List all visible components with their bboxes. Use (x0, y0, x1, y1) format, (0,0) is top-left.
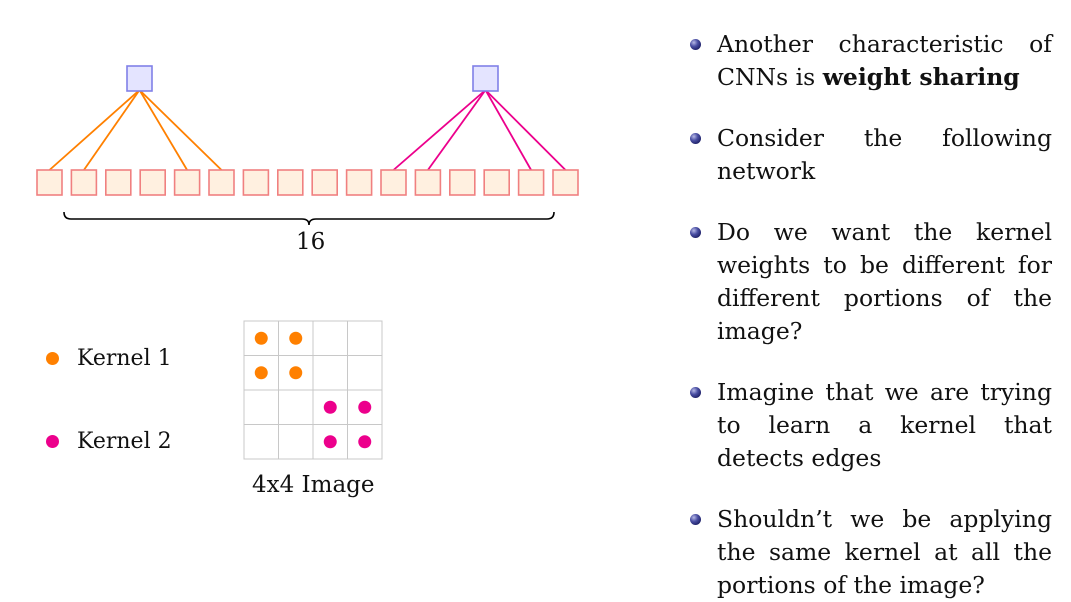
input-unit (414, 169, 442, 196)
kernel-1-connection (138, 89, 188, 171)
bullet-text: Another characteristic of CNNs is (717, 30, 1052, 91)
kernel-2-connection (392, 89, 487, 171)
bullet-text: Shouldn’t we be applying the same kernel… (717, 505, 1052, 599)
input-unit (173, 169, 201, 196)
bullet-text: Imagine that we are trying to learn a ke… (717, 378, 1052, 472)
image-cell (347, 355, 383, 391)
bullet-ball-icon (690, 514, 701, 525)
weight-sharing-diagram (36, 65, 579, 460)
input-unit (36, 169, 63, 196)
image-cell (278, 424, 314, 460)
image-grid-caption: 4x4 Image (252, 472, 375, 498)
output-unit (472, 65, 499, 92)
output-unit (126, 65, 153, 92)
bullet-ball-icon (690, 39, 701, 50)
bullet-ball-icon (690, 227, 701, 238)
input-unit (311, 169, 339, 196)
input-unit (483, 169, 511, 196)
input-count-brace (63, 211, 555, 226)
image-cell (312, 320, 348, 356)
input-unit (139, 169, 166, 196)
bullet-item: Consider the following network (690, 122, 1052, 188)
kernel-2-position-dot (358, 435, 372, 449)
image-cell (312, 355, 348, 391)
bullet-item: Do we want the kernel weights to be diff… (690, 216, 1052, 348)
kernel-2-connection (484, 89, 567, 171)
kernel-1-position-dot (289, 331, 303, 345)
kernel-2-connection (427, 89, 487, 171)
input-unit (70, 169, 98, 196)
bullet-bold-text: weight sharing (822, 63, 1020, 91)
kernel-1-connection (48, 89, 141, 171)
kernel-2-position-dot (323, 435, 337, 449)
kernel-1-position-dot (289, 366, 303, 380)
kernel-1-dot (46, 352, 59, 365)
kernel-1-position-dot (254, 331, 268, 345)
input-unit (345, 169, 373, 196)
bullet-list: Another characteristic of CNNs is weight… (690, 28, 1052, 602)
image-cell (347, 320, 383, 356)
bullet-item: Shouldn’t we be applying the same kernel… (690, 503, 1052, 602)
kernel-1-connection (83, 89, 141, 171)
input-unit (517, 169, 545, 196)
kernel-2-connection (484, 89, 532, 171)
kernel-1-connection (138, 89, 223, 171)
input-unit (552, 169, 579, 196)
bullet-text: Do we want the kernel weights to be diff… (717, 218, 1052, 345)
input-unit (380, 169, 407, 196)
legend-kernel-2-label: Kernel 2 (77, 429, 172, 454)
legend-kernel-1-label: Kernel 1 (77, 346, 172, 371)
image-cell (243, 389, 279, 425)
input-unit (208, 169, 235, 196)
brace-label: 16 (296, 229, 326, 255)
kernel-2-position-dot (323, 400, 337, 414)
bullet-item: Another characteristic of CNNs is weight… (690, 28, 1052, 94)
input-unit (276, 169, 304, 196)
input-unit (448, 169, 476, 196)
bullet-ball-icon (690, 133, 701, 144)
input-unit (242, 169, 270, 196)
kernel-2-dot (46, 435, 59, 448)
bullet-item: Imagine that we are trying to learn a ke… (690, 376, 1052, 475)
input-unit (105, 169, 132, 196)
kernel-1-position-dot (254, 366, 268, 380)
image-cell (243, 424, 279, 460)
bullet-ball-icon (690, 387, 701, 398)
bullet-text: Consider the following network (717, 124, 1052, 185)
kernel-2-position-dot (358, 400, 372, 414)
image-cell (278, 389, 314, 425)
